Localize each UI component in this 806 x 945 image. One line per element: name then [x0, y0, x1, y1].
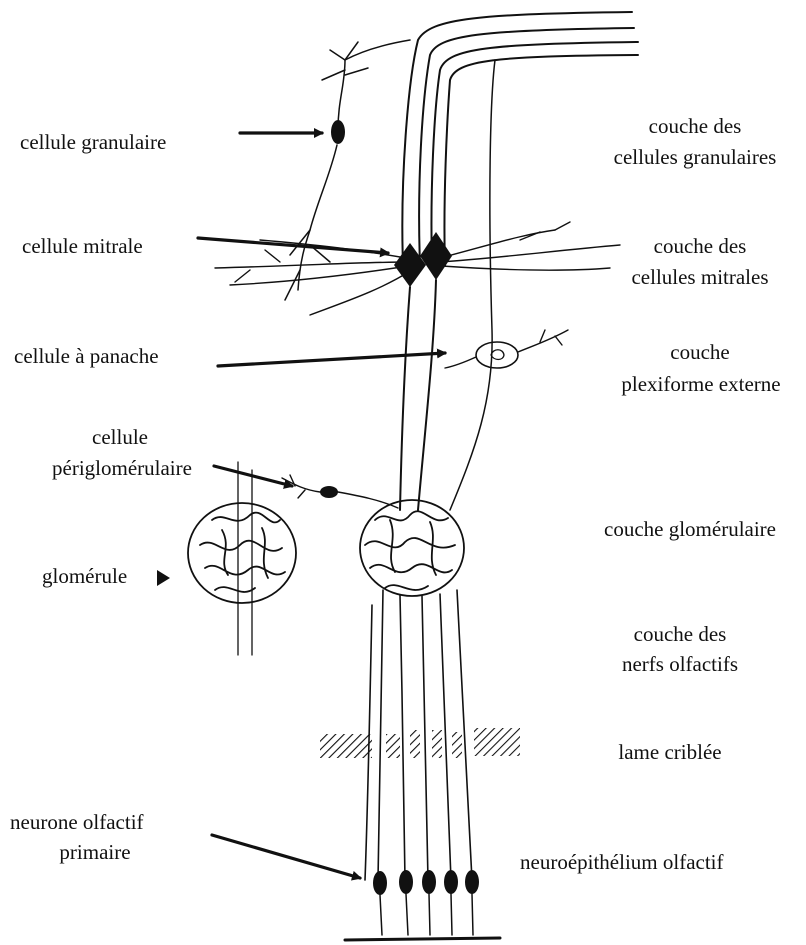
- cribriform-plate: [320, 728, 520, 758]
- mitral-cell-body-right: [420, 232, 452, 280]
- tufted-cell-process: [450, 60, 495, 510]
- arrow-glomerulus: [157, 570, 170, 586]
- epithelium-base-line: [345, 938, 500, 940]
- label-glomerulus: glomérule: [42, 562, 127, 591]
- granule-cell-body: [331, 120, 345, 144]
- olfactory-neuron-bodies: [373, 870, 479, 935]
- label-olfactory-neuron-line1: neurone olfactif: [10, 808, 144, 837]
- glomerulus-left: [188, 462, 296, 655]
- granule-cell: [285, 40, 410, 300]
- label-plexiform-layer-line1: couche: [600, 338, 800, 367]
- label-neuroepithelium: neuroépithélium olfactif: [520, 848, 724, 877]
- arrow-periglomerular-cell: [214, 466, 292, 486]
- label-periglomerular-cell-line2: périglomérulaire: [52, 454, 192, 483]
- label-granular-layer-line1: couche des: [590, 112, 800, 141]
- glomerulus-right: [360, 500, 464, 596]
- arrow-tufted-cell: [218, 353, 445, 366]
- label-mitral-cell: cellule mitrale: [22, 232, 143, 261]
- tufted-cell-body: [476, 342, 518, 368]
- tufted-cell-dendrites: [445, 330, 568, 368]
- label-plexiform-layer-line2: plexiforme externe: [596, 370, 806, 399]
- label-mitral-layer-line1: couche des: [600, 232, 800, 261]
- label-nerve-layer-line2: nerfs olfactifs: [580, 650, 780, 679]
- label-nerve-layer-line1: couche des: [580, 620, 780, 649]
- mitral-primary-dendrites: [400, 280, 436, 510]
- label-granular-layer-line2: cellules granulaires: [590, 143, 800, 172]
- label-tufted-cell: cellule à panache: [14, 342, 159, 371]
- label-mitral-layer-line2: cellules mitrales: [600, 263, 800, 292]
- label-glomerular-layer: couche glomérulaire: [575, 515, 805, 544]
- label-cribriform-plate: lame criblée: [590, 738, 750, 767]
- label-periglomerular-cell-line1: cellule: [70, 423, 170, 452]
- mitral-cell-body-left: [394, 243, 426, 287]
- label-granular-cell: cellule granulaire: [20, 128, 166, 157]
- periglomerular-cell-body: [320, 486, 338, 498]
- label-olfactory-neuron-line2: primaire: [40, 838, 150, 867]
- pointer-arrows: [198, 133, 445, 878]
- periglomerular-cell-processes: [282, 475, 398, 508]
- arrow-olfactory-neuron: [212, 835, 360, 878]
